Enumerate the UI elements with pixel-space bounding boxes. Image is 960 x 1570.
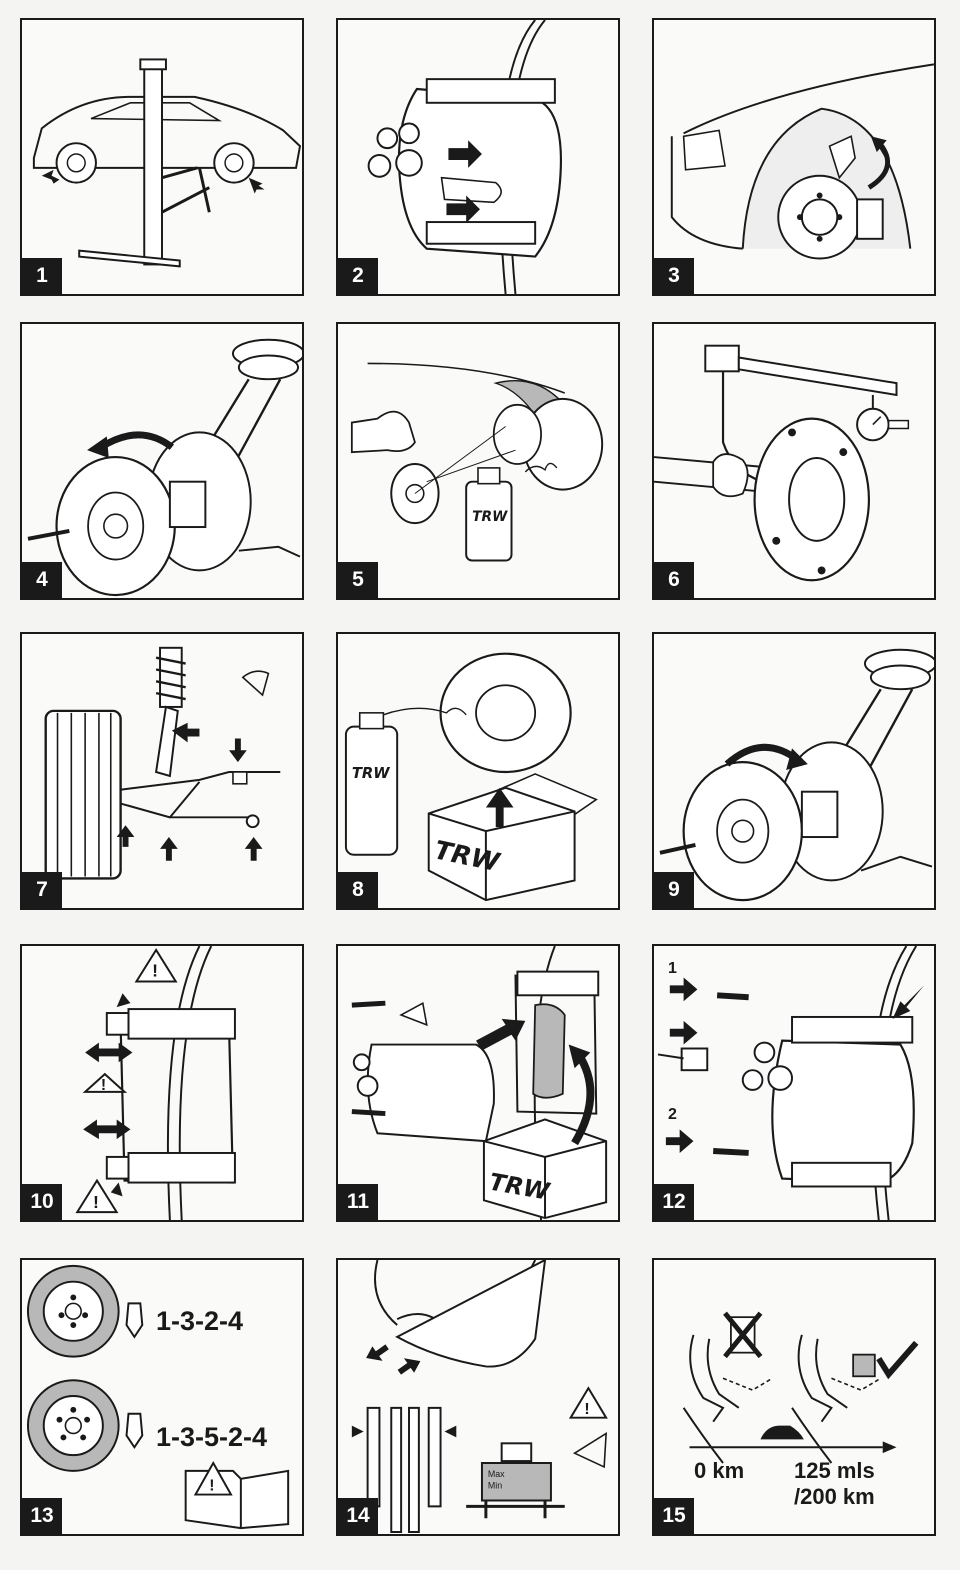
distance-start: 0 km — [694, 1458, 745, 1483]
panel-13: ! 1-3-2-4 1-3-5-2-4 13 — [20, 1258, 304, 1536]
brake-pad-icon — [532, 1003, 566, 1099]
suspension-icon — [44, 646, 281, 880]
step-number: 2 — [338, 258, 378, 294]
warning-icon: ! — [134, 948, 178, 983]
rotate-arrow-icon — [867, 140, 890, 190]
car-on-lift-icon — [32, 58, 302, 268]
step-number: 11 — [338, 1184, 378, 1220]
svg-text:!: ! — [584, 1401, 589, 1418]
brake-disc-icon — [659, 648, 934, 902]
trw-logo: TRW — [352, 765, 390, 782]
warning-icon — [193, 1461, 233, 1496]
panel-11: TRW 11 — [336, 944, 620, 1222]
bolt-sequence-4: 1-3-2-4 — [156, 1306, 244, 1336]
brake-pedal-icon — [682, 1311, 919, 1464]
wheel-bolt-icon — [125, 1302, 144, 1339]
screw-icon — [27, 529, 70, 541]
arrow-icon — [476, 1018, 526, 1051]
panel-5: TRW 5 — [336, 322, 620, 600]
svg-text:!: ! — [152, 961, 158, 981]
svg-text:!: ! — [101, 1077, 106, 1094]
reservoir-max-label: Max — [488, 1469, 505, 1479]
bolt-icon — [713, 992, 749, 1156]
foot-pedal-icon: ! Max Min — [351, 1260, 608, 1534]
rotate-arrow-icon — [99, 431, 174, 451]
step-number: 9 — [654, 872, 694, 908]
manual-book-icon — [184, 1469, 290, 1530]
step-number: 12 — [654, 1184, 694, 1220]
weight-icon — [852, 1353, 876, 1378]
panel-15: 0 km 125 mls /200 km 15 — [652, 1258, 936, 1536]
wheel-icon: ! — [26, 1264, 290, 1530]
distance-end-line2: /200 km — [794, 1484, 875, 1509]
check-icon — [876, 1340, 919, 1380]
tyre-icon — [44, 709, 122, 880]
brake-caliper-icon — [657, 946, 925, 1220]
double-arrow-icon — [85, 1042, 133, 1063]
dial-gauge-icon — [856, 407, 890, 442]
fluid-reservoir-icon — [480, 1462, 552, 1502]
arrow-icon — [669, 977, 698, 1002]
step-number: 7 — [22, 872, 62, 908]
torque-socket-icon — [680, 1047, 709, 1072]
screw-icon — [659, 842, 696, 855]
step-2-label: 2 — [668, 1106, 677, 1123]
reservoir-min-label: Min — [488, 1481, 502, 1491]
arrow-icon — [41, 169, 60, 184]
step-number: 4 — [22, 562, 62, 598]
panel-1: 1 — [20, 18, 304, 296]
spray-can-icon — [344, 725, 399, 856]
panel-9: 9 — [652, 632, 936, 910]
step-number: 5 — [338, 562, 378, 598]
panel-12: 1 2 12 — [652, 944, 936, 1222]
bolt-sequence-5: 1-3-5-2-4 — [156, 1422, 268, 1452]
car-icon — [760, 1425, 804, 1440]
step-number: 1 — [22, 258, 62, 294]
step-number: 10 — [22, 1184, 62, 1220]
eye-icon — [241, 670, 270, 697]
step-number: 6 — [654, 562, 694, 598]
brake-caliper-icon — [367, 20, 562, 294]
step-number: 13 — [22, 1498, 62, 1534]
panel-4: 4 — [20, 322, 304, 600]
eye-icon — [572, 1431, 608, 1469]
trw-logo: TRW — [472, 509, 508, 525]
panel-7: 7 — [20, 632, 304, 910]
panel-14: ! Max Min 14 — [336, 1258, 620, 1536]
panel-10: ! ! ! 10 — [20, 944, 304, 1222]
panel-2: 2 — [336, 18, 620, 296]
warning-icon — [568, 1386, 608, 1419]
brake-disc-icon — [27, 338, 302, 597]
brake-disc-section-icon — [366, 1406, 442, 1534]
arrow-icon — [448, 140, 482, 168]
hand-cleaning-icon: TRW — [350, 362, 604, 562]
step-1-label: 1 — [668, 960, 677, 977]
box-icon — [427, 786, 576, 902]
brake-caliper-icon: TRW — [351, 946, 608, 1220]
svg-text:!: ! — [209, 1478, 214, 1495]
wheel-hub-icon — [670, 63, 934, 260]
caliper-carrier-icon: ! ! ! — [75, 946, 236, 1220]
brake-disc-icon: TRW TRW — [344, 652, 598, 902]
panel-6: 6 — [652, 322, 936, 600]
arrow-icon — [485, 787, 514, 828]
arrow-icon — [171, 722, 200, 743]
panel-8: TRW TRW 8 — [336, 632, 620, 910]
step-number: 15 — [654, 1498, 694, 1534]
step-number: 3 — [654, 258, 694, 294]
distance-end-line1: 125 mls — [794, 1458, 875, 1483]
hub-flange-icon — [654, 344, 910, 582]
svg-text:!: ! — [93, 1192, 99, 1212]
cross-icon — [723, 1311, 763, 1359]
hub-icon — [390, 462, 440, 525]
panel-3: 3 — [652, 18, 936, 296]
step-number: 14 — [338, 1498, 378, 1534]
step-number: 8 — [338, 872, 378, 908]
